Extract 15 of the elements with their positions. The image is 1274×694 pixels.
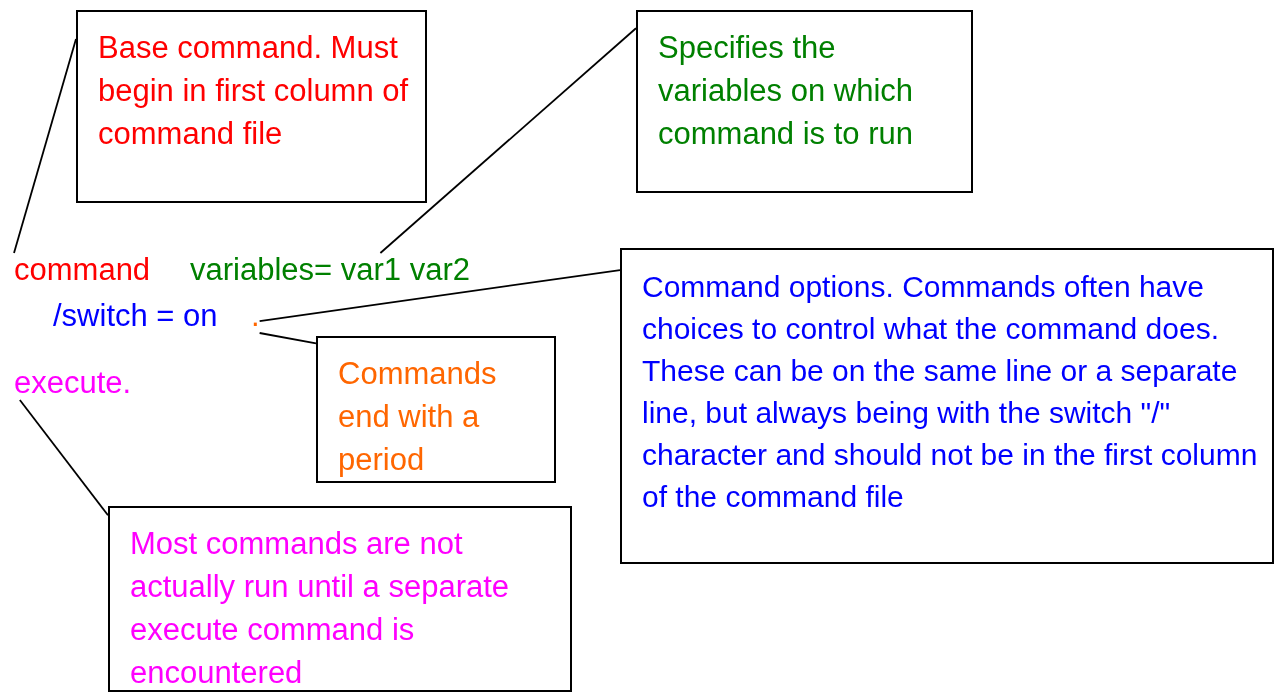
code-text: .	[251, 299, 260, 333]
callout-box: Specifies the variables on which command is to run	[636, 10, 973, 193]
leader-line	[379, 27, 637, 254]
code-text: /switch = on	[53, 299, 218, 333]
callout-box: Most commands are not actually run until a separate execute command is encountered	[108, 506, 572, 692]
callout-box: Commands end with a period	[316, 336, 556, 483]
code-text: execute.	[14, 366, 132, 400]
code-text: command	[14, 253, 151, 287]
leader-line	[18, 399, 109, 517]
leader-line	[258, 269, 621, 322]
callout-box: Command options. Commands often have choices to control what the command does. These can be on the same line or a separate line, but always being with the switch "/" character and should not be in the first column of the command file	[620, 248, 1274, 564]
leader-line	[258, 332, 317, 345]
leader-line	[13, 38, 77, 254]
code-text: variables= var1 var2	[190, 253, 470, 287]
callout-box: Base command. Must begin in first column of command file	[76, 10, 427, 203]
